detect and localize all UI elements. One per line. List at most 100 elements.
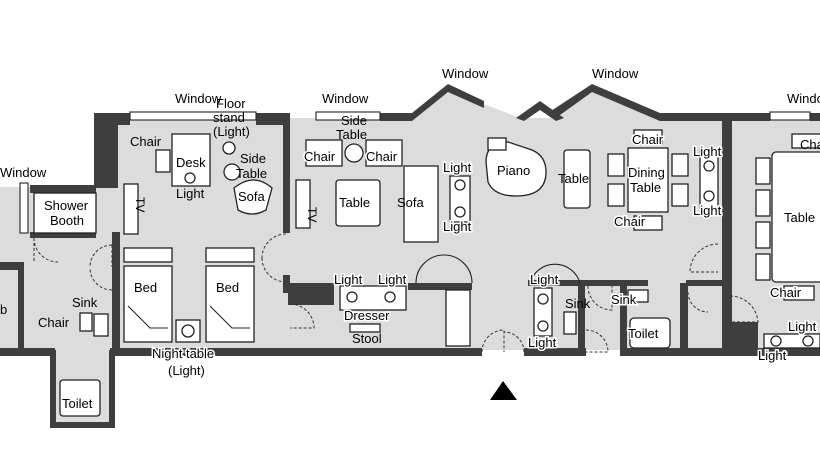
wall-partition-a [283, 113, 290, 233]
door-closet-right [687, 291, 709, 313]
sink-right-1-label: Sink [565, 296, 591, 311]
wall-top-mid2 [660, 113, 770, 121]
stool-label: Stool [352, 331, 382, 346]
tv-bedroom-label: TV [133, 197, 147, 212]
wall-left-edge [0, 262, 22, 270]
side-table-bedroom-label-1: Side [240, 151, 266, 166]
bed-1 [123, 265, 173, 343]
desk-chair [155, 149, 171, 173]
desk-label: Desk [176, 155, 206, 170]
floor-stand-label-3: (Light) [213, 124, 250, 139]
dresser-light-1-icon [346, 291, 358, 303]
chair-living-1 [305, 139, 343, 167]
stool [349, 323, 381, 333]
dining-chair-2 [607, 183, 625, 207]
right-bottom-light-2-icon [802, 335, 814, 347]
bath-arc [529, 263, 581, 284]
bed-1-pillow [123, 247, 173, 263]
sofa-living-label: Sofa [397, 195, 425, 210]
right-light-2-label: Light [693, 203, 722, 218]
bath-light-2-label: Light [528, 335, 557, 350]
living-light-2-label: Light [443, 219, 472, 234]
toilet-right-label: Toilet [628, 326, 659, 341]
living-light-2-icon [454, 206, 466, 218]
tv-bedroom [123, 183, 139, 235]
wall-dresser-mid [408, 283, 472, 290]
wall-bath-right-v1 [578, 283, 585, 353]
night-table-light-icon [181, 324, 195, 338]
wall-left-edge2 [18, 262, 24, 352]
shower-label-1: Shower [44, 198, 89, 213]
desk-light-icon [184, 172, 196, 184]
window-label-right: Windo [787, 91, 820, 106]
right-chair-bottom [783, 285, 815, 301]
dining-chair-3 [671, 153, 689, 177]
right-bottom-light-1-icon [770, 335, 782, 347]
wall-toilet-left [50, 350, 56, 428]
door-right-room [729, 295, 759, 323]
wall-bath-mid [30, 232, 96, 238]
dining-table-label-1: Dining [628, 165, 665, 180]
dining-table-label-2: Table [630, 180, 661, 195]
floor-areas [0, 90, 820, 422]
wall-bottom-a [0, 348, 55, 356]
bath-light-1-label: Light [530, 272, 559, 287]
dining-chair-1 [607, 153, 625, 177]
windows [19, 111, 811, 234]
wall-right-block [722, 322, 758, 352]
door-sink [587, 285, 613, 311]
wall-bay1 [412, 84, 484, 121]
wall-toilet-right [109, 350, 115, 428]
window-label-living: Window [322, 91, 369, 106]
floor-stand-label-2: stand [213, 110, 245, 125]
dresser-light-1-label: Light [334, 272, 363, 287]
wall-bath-right-v3 [680, 283, 688, 353]
window-label-bay1: Window [442, 66, 489, 81]
shower-label-2: Booth [50, 213, 84, 228]
night-table-label-2: (Light) [168, 363, 205, 378]
right-chair-2 [755, 189, 771, 217]
sink-left [93, 313, 109, 337]
table-living [335, 179, 381, 227]
wall-bath-right-v2 [620, 283, 627, 353]
night-table-label-1: Night table [152, 346, 214, 361]
wall-bath-right-top2 [686, 280, 726, 286]
sink-right-1 [563, 311, 577, 335]
table-right-label: Table [784, 210, 815, 225]
piano-bench [487, 137, 507, 151]
entrance-door [481, 329, 525, 353]
door-dresser [289, 303, 315, 329]
window-right [769, 111, 811, 121]
side-table-living-label-1: Side [341, 113, 367, 128]
sofa-living [403, 165, 439, 243]
entrance-triangle-icon [490, 381, 517, 400]
wall-bath-right-top [528, 280, 648, 286]
floor-stand-label-1: Floor [216, 96, 246, 111]
wall-top-mid1 [380, 113, 412, 121]
closet-panel [445, 289, 471, 347]
window-bedroom [129, 111, 257, 121]
sofa-bedroom [233, 179, 273, 215]
table-center [563, 149, 591, 209]
right-chair-bottom-label: Chair [770, 285, 802, 300]
bed-2-label: Bed [216, 280, 239, 295]
right-chair-1 [755, 157, 771, 185]
sink-right-2-label: Sink [611, 292, 637, 307]
bath-light-2-icon [537, 320, 549, 332]
wall-top-right [810, 113, 820, 121]
dining-chair-bottom [633, 215, 663, 231]
window-label-bedroom: Window [175, 91, 222, 106]
shower-booth [33, 192, 97, 234]
desk-light-label: Light [176, 186, 205, 201]
dining-chair-top-label: Chair [632, 132, 664, 147]
tv-living [295, 179, 311, 229]
floor-living-bay [412, 90, 660, 118]
bed-1-label: Bed [134, 280, 157, 295]
side-table-bedroom [223, 163, 241, 181]
toilet-bottom [59, 379, 101, 417]
dining-chair-4 [671, 183, 689, 207]
floor-stand-light-icon [222, 141, 236, 155]
sofa-bedroom-label: Sofa [238, 189, 266, 204]
dining-chair-top [633, 129, 663, 145]
